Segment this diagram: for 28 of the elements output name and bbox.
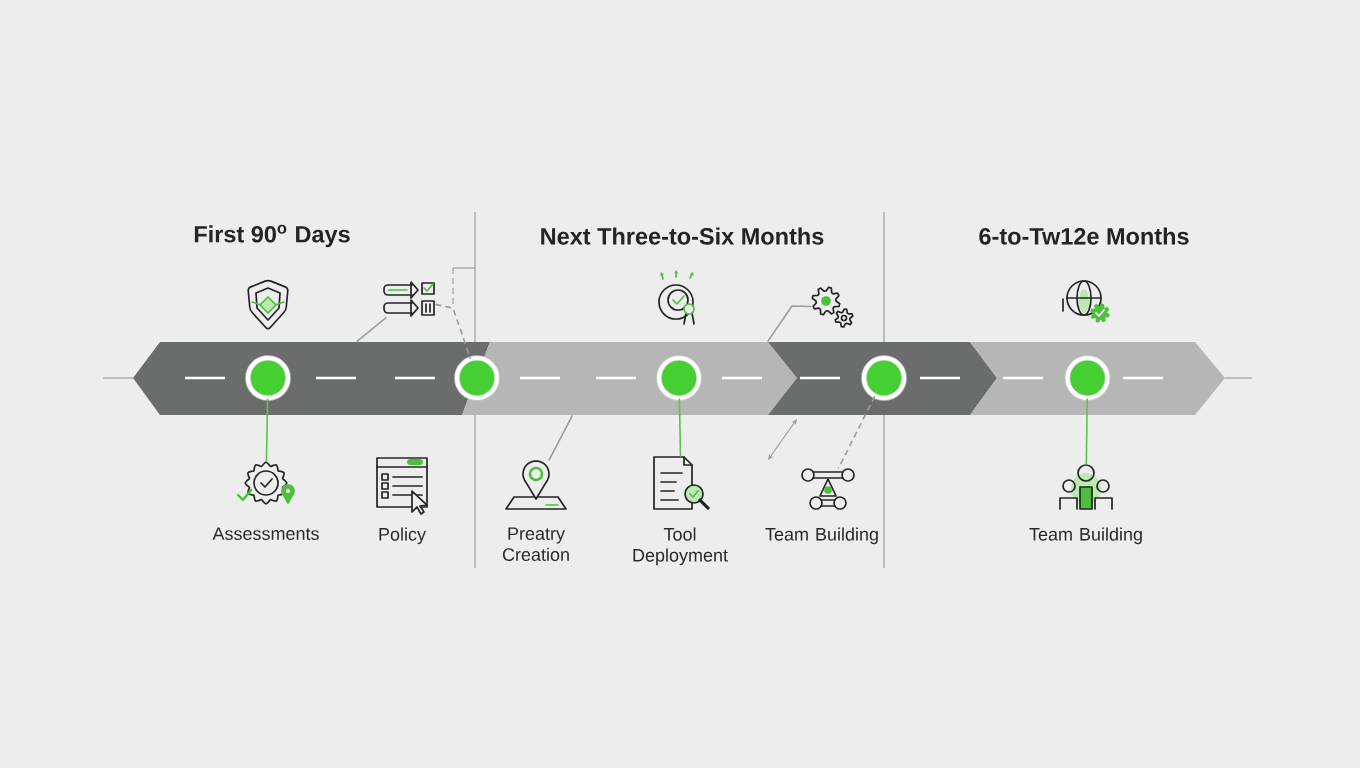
connector-line bbox=[265, 397, 269, 463]
icon-caption: Assessments bbox=[212, 527, 319, 540]
leader-line bbox=[355, 316, 388, 343]
award-icon bbox=[658, 270, 695, 325]
dashed-line bbox=[434, 303, 472, 360]
milestone-circle bbox=[245, 355, 291, 401]
icon-caption: Preatry Creation bbox=[502, 527, 569, 561]
chevron-band bbox=[970, 342, 1225, 415]
section-heading: 6-to-Tw12e Months bbox=[979, 227, 1189, 245]
milestone-circle bbox=[861, 355, 907, 401]
shield-icon bbox=[247, 279, 289, 330]
connector-line bbox=[1085, 397, 1089, 466]
section-heading: Next Three-to-Six Months bbox=[541, 227, 824, 245]
icon-caption: Tool Deployment bbox=[633, 527, 728, 566]
icon-caption: Team Building bbox=[765, 527, 878, 545]
checklist-icon bbox=[383, 281, 435, 317]
icon-caption: Policy bbox=[379, 527, 426, 545]
icon-caption: Team Building bbox=[1029, 527, 1142, 545]
connector-line bbox=[678, 397, 682, 458]
gears-icon bbox=[811, 286, 854, 328]
leader-line bbox=[547, 414, 574, 462]
milestone-circle bbox=[1064, 355, 1111, 401]
globe-icon bbox=[1062, 280, 1110, 323]
leader-line bbox=[766, 305, 812, 343]
milestone-circle bbox=[656, 355, 702, 401]
section-heading: First 90$^{o}$ Days bbox=[194, 224, 350, 248]
milestone-circle bbox=[454, 355, 500, 401]
dashed-line bbox=[837, 395, 876, 470]
